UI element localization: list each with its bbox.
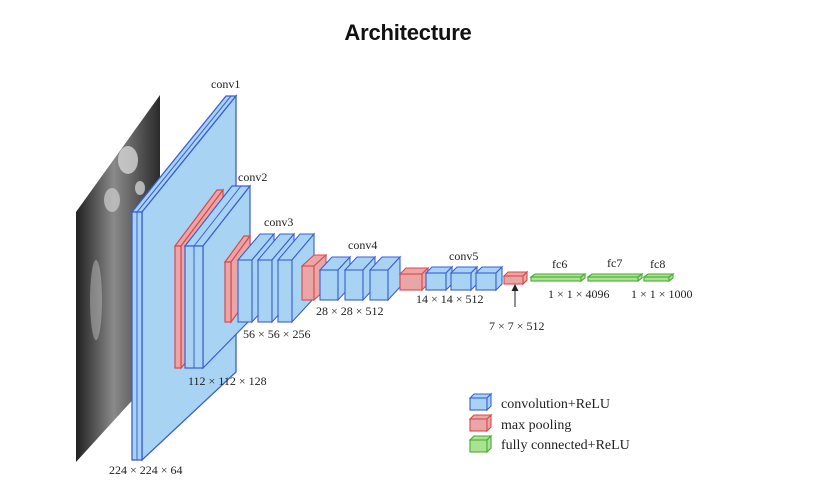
dim-14-label: 14 × 14 × 512	[416, 292, 484, 306]
conv1-label: conv1	[211, 77, 240, 91]
pool4-block	[398, 266, 430, 292]
legend-fc-label: fully connected+ReLU	[501, 438, 630, 453]
dim-28-label: 28 × 28 × 512	[316, 304, 384, 318]
conv5-label: conv5	[449, 249, 478, 263]
legend-pool-label: max pooling	[501, 418, 571, 433]
conv4-block	[318, 255, 402, 302]
legend-conv-label: convolution+ReLU	[501, 397, 610, 412]
fc7-block	[586, 272, 644, 283]
legend-conv-swatch	[468, 392, 493, 412]
fc8-block	[642, 272, 675, 283]
legend-fc-swatch	[468, 434, 493, 454]
fc7-label: fc7	[607, 256, 622, 270]
dim-1000-label: 1 × 1 × 1000	[631, 287, 693, 301]
conv3-label: conv3	[264, 215, 293, 229]
pool5-block	[502, 270, 529, 286]
pool5-arrow	[511, 284, 519, 307]
legend: convolution+ReLU max pooling fully conne…	[468, 392, 630, 454]
dim-56-label: 56 × 56 × 256	[243, 327, 311, 341]
dim-224-label: 224 × 224 × 64	[109, 463, 183, 477]
conv2-label: conv2	[238, 170, 267, 184]
fc8-label: fc8	[650, 257, 665, 271]
dim-7-label: 7 × 7 × 512	[489, 319, 545, 333]
dim-4096-label: 1 × 1 × 4096	[548, 287, 610, 301]
fc6-label: fc6	[552, 257, 567, 271]
conv4-label: conv4	[348, 238, 377, 252]
page-title: Architecture	[344, 20, 472, 45]
dim-112-label: 112 × 112 × 128	[188, 374, 267, 388]
conv5-block	[424, 265, 504, 292]
fc6-block	[529, 272, 587, 283]
legend-pool-swatch	[468, 413, 493, 433]
